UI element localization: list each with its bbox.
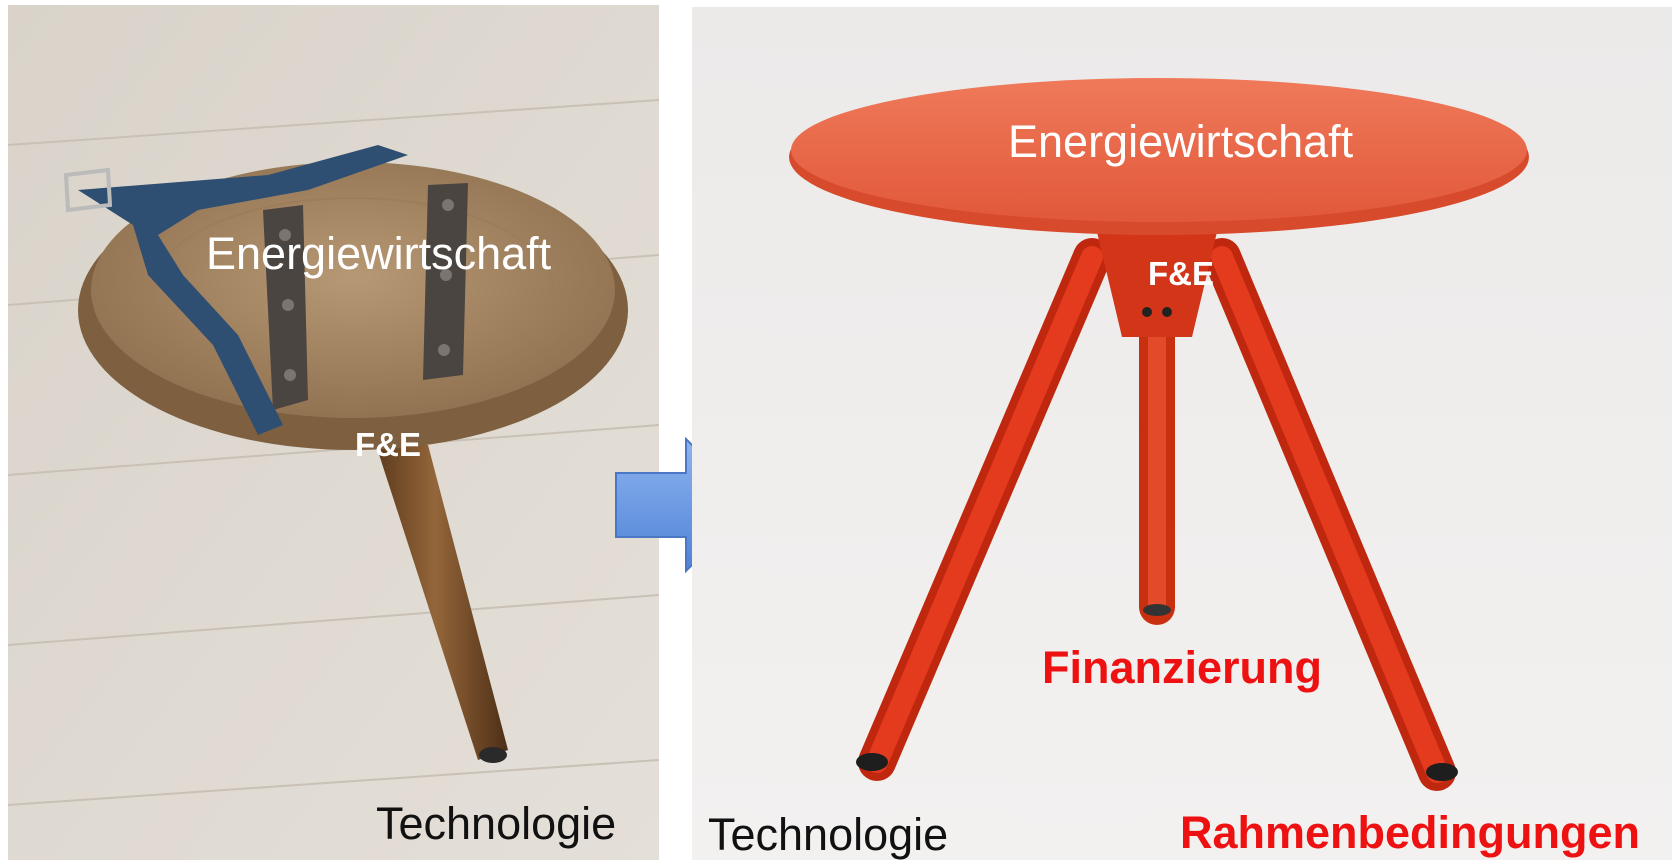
left-stool-photo: Energiewirtschaft F&E Technologie bbox=[8, 5, 659, 860]
milking-stool-image bbox=[8, 5, 659, 860]
left-seat-label: Energiewirtschaft bbox=[206, 228, 552, 279]
right-table-photo: Energiewirtschaft F&E Finanzierung Techn… bbox=[692, 7, 1672, 860]
right-center-label: F&E bbox=[1148, 255, 1214, 292]
right-middle-leg-label: Finanzierung bbox=[1042, 642, 1322, 693]
right-top-label: Energiewirtschaft bbox=[1008, 116, 1354, 167]
right-left-leg-label: Technologie bbox=[708, 809, 949, 860]
left-bottom-label: Technologie bbox=[376, 798, 617, 849]
left-leg-label: F&E bbox=[355, 426, 421, 463]
right-right-leg-label: Rahmenbedingungen bbox=[1180, 807, 1640, 858]
red-tripod-table-image bbox=[692, 7, 1672, 860]
